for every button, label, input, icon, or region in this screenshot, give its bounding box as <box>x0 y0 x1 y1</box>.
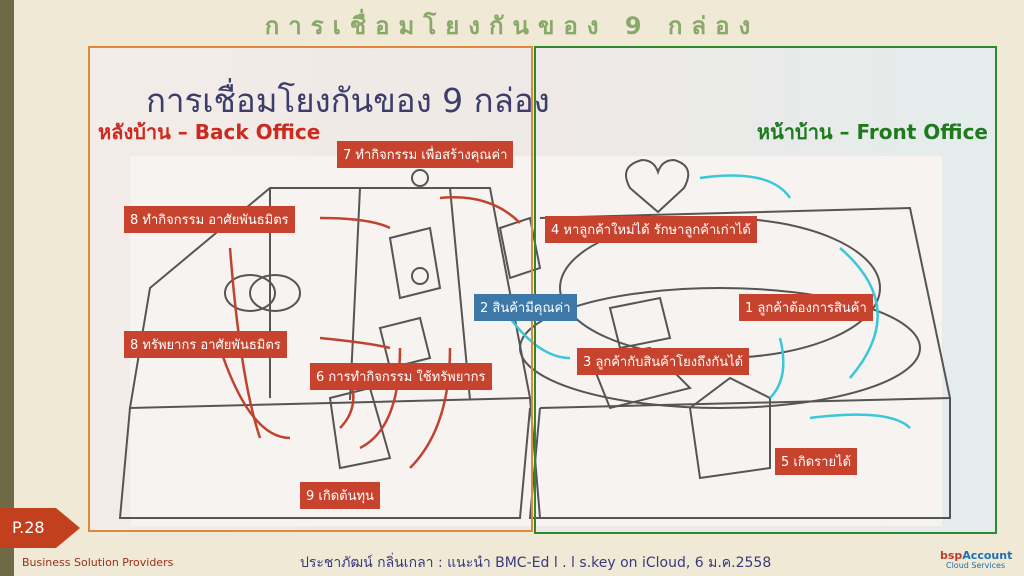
logo-subtitle: Cloud Services <box>946 561 1006 570</box>
label-box-7: 7 ทำกิจกรรม เพื่อสร้างคุณค่า <box>337 141 514 168</box>
front-office-heading: หน้าบ้าน – Front Office <box>756 120 988 144</box>
label-box-1: 1 ลูกค้าต้องการสินค้า <box>739 294 873 321</box>
label-box-8-activity: 8 ทำกิจกรรม อาศัยพันธมิตร <box>124 206 295 233</box>
label-box-9: 9 เกิดต้นทุน <box>300 482 380 509</box>
back-office-frame <box>88 46 533 532</box>
label-box-3: 3 ลูกค้ากับสินค้าโยงถึงกันได้ <box>577 348 750 375</box>
left-accent-strip <box>0 0 14 576</box>
label-box-5: 5 เกิดรายได้ <box>775 448 858 475</box>
page-number-badge: P.28 <box>0 508 80 548</box>
page-number: P.28 <box>12 518 45 537</box>
label-box-4: 4 หาลูกค้าใหม่ได้ รักษาลูกค้าเก่าได้ <box>545 216 757 243</box>
back-office-heading: หลังบ้าน – Back Office <box>98 120 321 144</box>
logo-text-bsp: bsp <box>940 549 963 562</box>
footer-credit: ประชาภัฒน์ กลิ่นเกลา : แนะนำ BMC-Ed l . … <box>300 555 772 571</box>
logo-text-account: Account <box>962 549 1013 562</box>
photo-title: การเชื่อมโยงกันของ 9 กล่อง <box>146 81 550 120</box>
label-box-6: 6 การทำกิจกรรม ใช้ทรัพยากร <box>310 363 492 390</box>
slide-title: การเชื่อมโยงกันของ 9 กล่อง <box>264 12 760 40</box>
footer-company: Business Solution Providers <box>22 556 174 569</box>
bsp-account-logo: bspAccount Cloud Services <box>940 549 1020 575</box>
label-box-2: 2 สินค้ามีคุณค่า <box>474 294 577 321</box>
front-office-frame <box>534 46 997 534</box>
label-box-8-resource: 8 ทรัพยากร อาศัยพันธมิตร <box>124 331 287 358</box>
